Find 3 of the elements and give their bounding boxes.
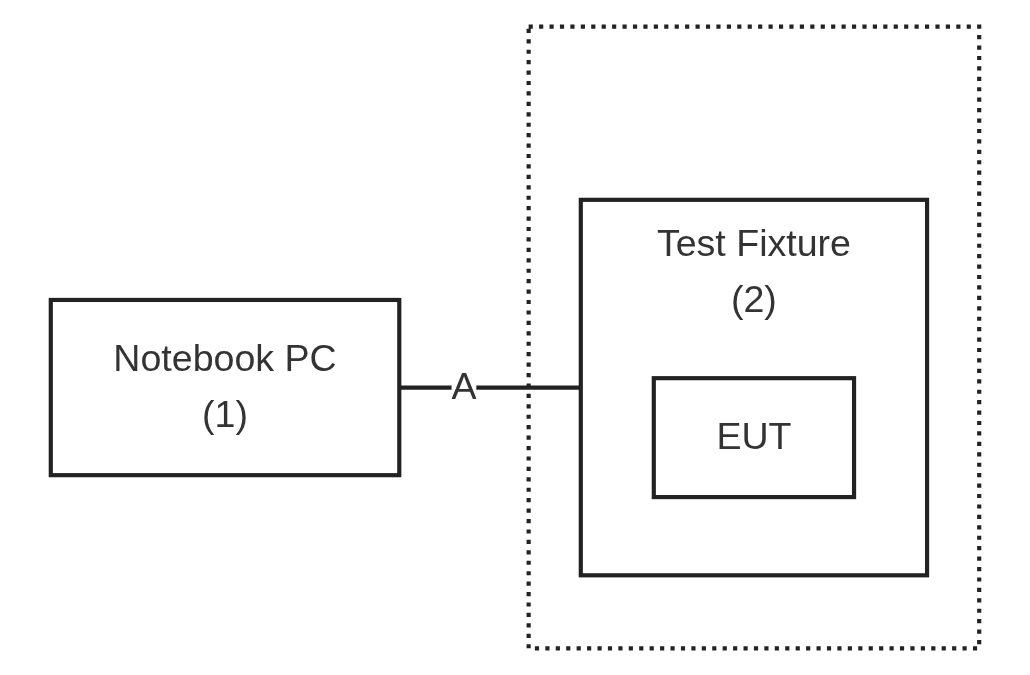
node-box: EUT [651, 376, 857, 500]
node-box: Notebook PC (1) [48, 297, 402, 478]
edge-label: A [451, 365, 477, 408]
